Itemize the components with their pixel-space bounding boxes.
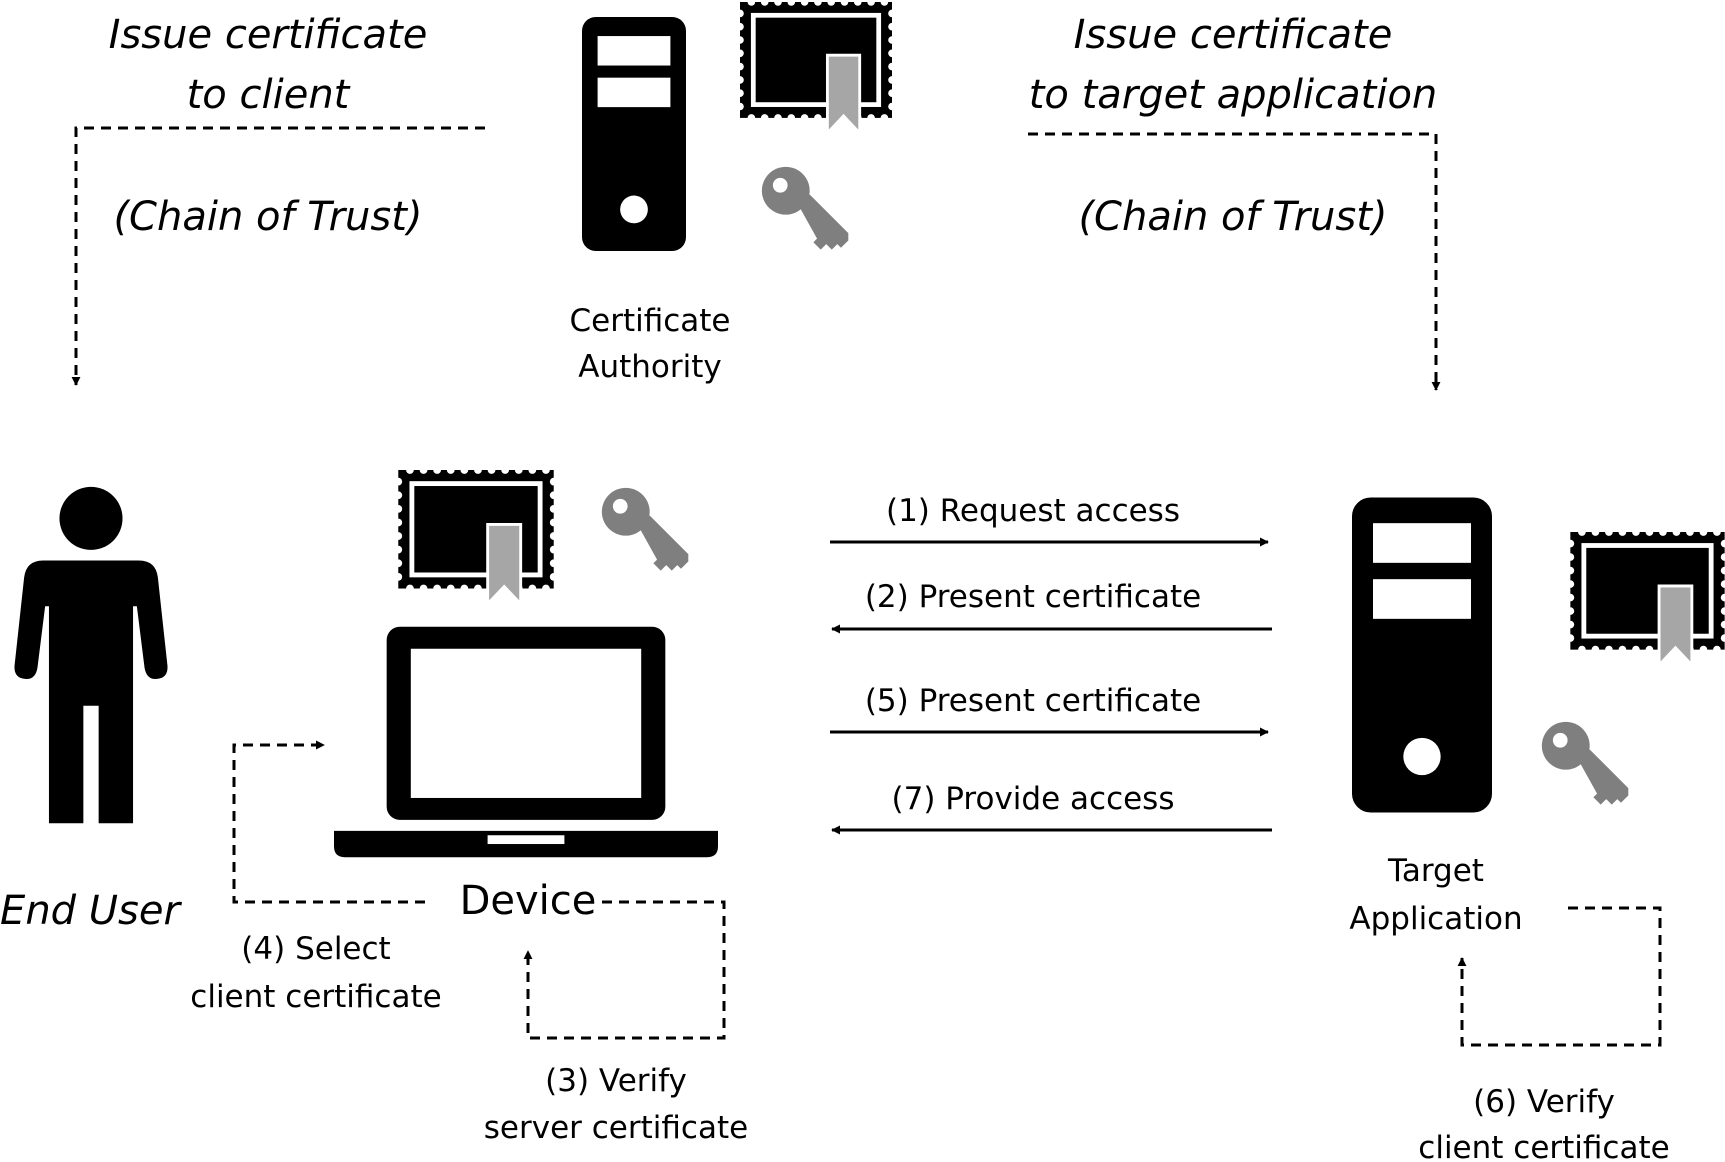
issue-client-line1: Issue certificate [109, 12, 428, 58]
issue-target-line1: Issue certificate [1074, 12, 1393, 58]
certificate-icon [394, 466, 557, 604]
issue-target-arrow [1028, 132, 1441, 391]
target-label-line2: Application [1349, 901, 1522, 937]
step7-label: (7) Provide access [892, 781, 1175, 817]
step4-label-line2: client certificate [190, 979, 441, 1015]
key-icon [761, 166, 849, 250]
key-icon [1541, 721, 1629, 805]
verify-server-cert-arrow [523, 900, 726, 1040]
end-user-label: End User [0, 888, 182, 934]
ca-label-line2: Authority [578, 349, 721, 385]
target-label-line1: Target [1387, 853, 1484, 889]
step4-label-line1: (4) Select [241, 931, 390, 967]
key-icon [601, 487, 689, 571]
select-client-cert-arrow [232, 740, 425, 904]
server-icon [582, 17, 686, 251]
issue-target-line2: to target application [1029, 72, 1438, 118]
issue-client-arrow [71, 126, 485, 386]
ca-label-line1: Certificate [569, 303, 730, 339]
step6-label-line2: client certificate [1418, 1130, 1669, 1162]
step1-label: (1) Request access [886, 493, 1180, 529]
verify-client-cert-arrow [1457, 906, 1662, 1047]
person-icon [14, 486, 168, 824]
certificate-icon [736, 0, 896, 133]
certificate-icon [1567, 528, 1725, 665]
step5-label: (5) Present certificate [865, 683, 1201, 719]
laptop-icon [334, 626, 718, 858]
chain-of-trust-target: (Chain of Trust) [1078, 194, 1387, 240]
server-icon [1352, 497, 1492, 813]
issue-client-line2: to client [187, 72, 351, 118]
device-label: Device [460, 878, 597, 924]
step3-label-line1: (3) Verify [545, 1063, 687, 1099]
step3-label-line2: server certificate [484, 1110, 748, 1146]
chain-of-trust-client: (Chain of Trust) [113, 194, 422, 240]
step6-label-line1: (6) Verify [1473, 1084, 1615, 1120]
step2-label: (2) Present certificate [865, 579, 1201, 615]
